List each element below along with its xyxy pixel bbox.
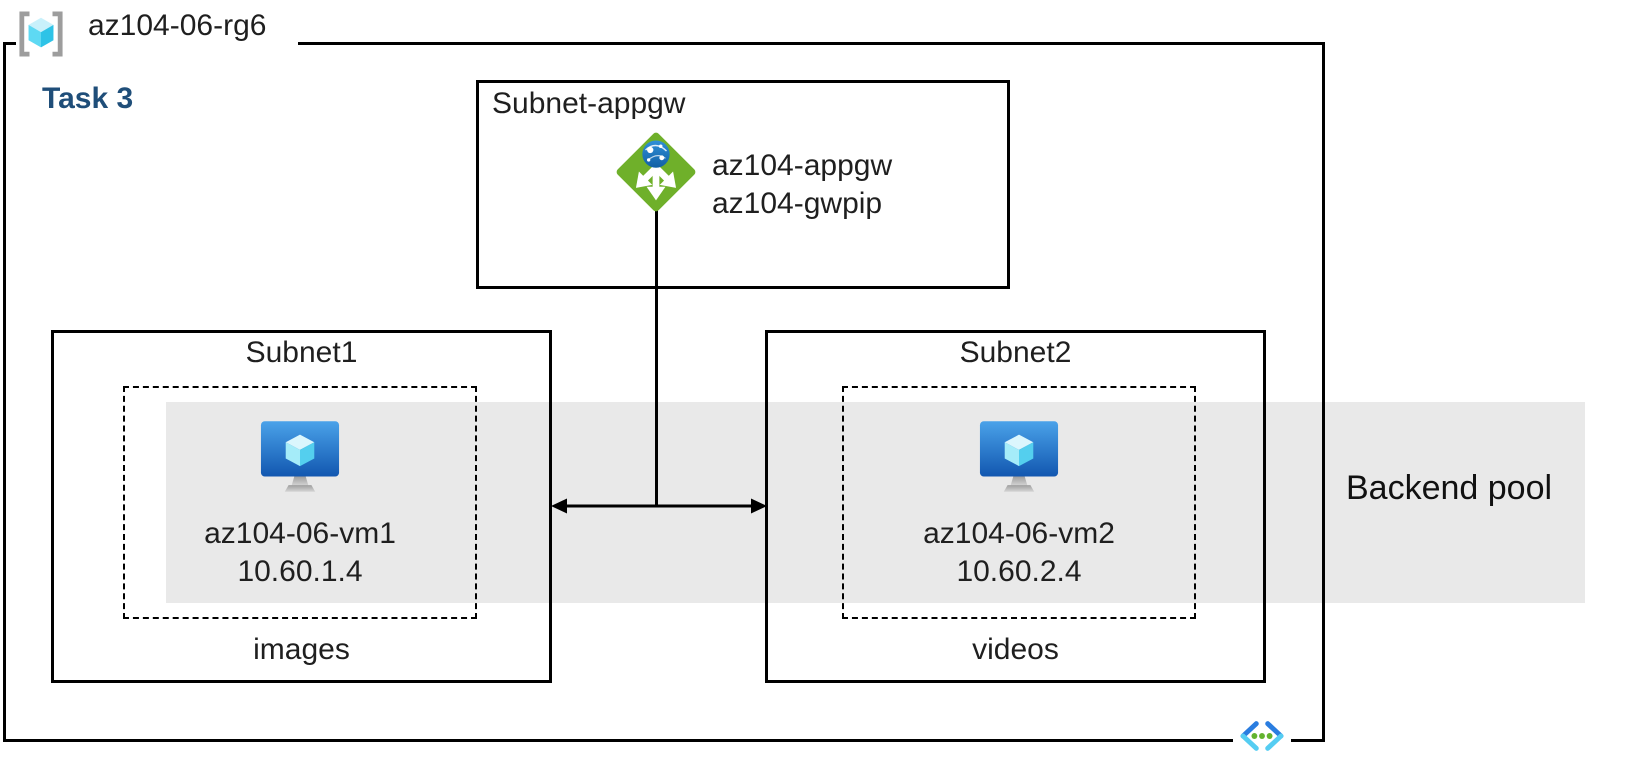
subnet2-vm-ip: 10.60.2.4 <box>956 555 1082 588</box>
subnet1-box <box>51 330 552 683</box>
subnet1-vm-name: az104-06-vm1 <box>204 517 396 550</box>
appgw-pip-label: az104-gwpip <box>712 187 883 220</box>
subnet1-caption: images <box>253 633 350 666</box>
virtual-network-icon <box>1235 717 1289 755</box>
subnet2-vm-name: az104-06-vm2 <box>923 517 1115 550</box>
backend-pool-label: Backend pool <box>1346 469 1553 507</box>
subnet1-title: Subnet1 <box>245 336 358 369</box>
subnet2-caption: videos <box>972 633 1059 666</box>
subnet2-title: Subnet2 <box>959 336 1072 369</box>
resource-group-icon <box>17 11 65 57</box>
virtual-machine-icon <box>979 420 1059 495</box>
application-gateway-icon <box>614 130 698 214</box>
subnet2-box <box>765 330 1266 683</box>
resource-group-box <box>3 42 1325 742</box>
resource-group-label: az104-06-rg6 <box>88 9 267 42</box>
resource-group-border-gap <box>16 36 298 50</box>
subnet2-backend-dashed-box <box>842 386 1196 619</box>
appgw-subnet-box <box>476 80 1010 289</box>
subnet1-vm-ip: 10.60.1.4 <box>237 555 363 588</box>
connector-arrows <box>548 203 770 515</box>
appgw-name-label: az104-appgw <box>712 149 893 182</box>
backend-pool-band <box>166 402 1585 603</box>
virtual-machine-icon <box>260 420 340 495</box>
subnet1-backend-dashed-box <box>123 386 477 619</box>
appgw-subnet-title: Subnet-appgw <box>492 87 686 120</box>
task-label: Task 3 <box>42 82 134 115</box>
